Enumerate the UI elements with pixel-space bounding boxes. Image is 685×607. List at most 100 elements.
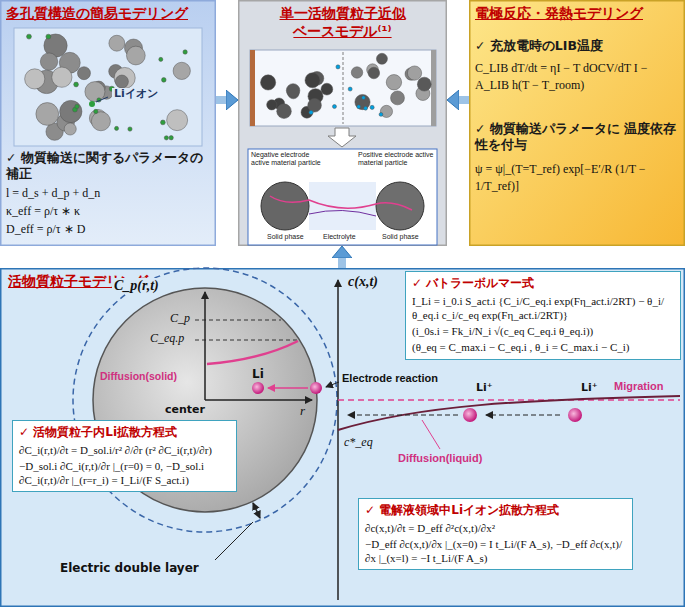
equilibrium-line — [338, 399, 680, 401]
concentration-curve — [270, 196, 412, 210]
negative-electrode-particles — [261, 71, 333, 118]
li-ion — [94, 109, 98, 113]
double-layer-arrow — [253, 503, 260, 518]
li-ion — [46, 34, 51, 39]
particle — [91, 112, 110, 131]
equation: −D_sol.i ∂C_i(r,t)/∂r |_(r=0) = 0, −D_so… — [19, 459, 230, 488]
check-heading: ✓ 物質輸送パラメータに 温度依存性を付与 — [475, 121, 679, 154]
figure-label: Li⁺ — [581, 382, 598, 395]
flow-arrow — [216, 96, 226, 104]
figure-label: Li⁺ — [476, 382, 493, 395]
particle — [407, 66, 421, 80]
particle — [60, 100, 82, 122]
equation: (θ_eq = C_max.i − C_eq.i , θ_i = C_max.i… — [412, 340, 674, 354]
panel: 活物質粒子モデリング✓ バトラーボルマー式I_Li = i_0.i S_act.… — [0, 268, 685, 607]
panel-ground — [1, 269, 685, 607]
li-ball — [252, 382, 264, 394]
positive-particle — [376, 182, 424, 230]
equation-box: ✓ 電解液領域中Liイオン拡散方程式∂c(x,t)/∂t = D_eff ∂²c… — [358, 498, 633, 570]
electrolyte-concentration-curve — [338, 396, 680, 430]
check-heading: ✓ バトラーボルマー式 — [412, 276, 674, 292]
li-ion — [370, 105, 374, 109]
particle — [308, 98, 322, 112]
li-ion — [348, 87, 352, 91]
solid-concentration-curve — [207, 341, 298, 364]
cell-sketch — [250, 50, 436, 126]
li-ions — [27, 34, 188, 140]
figure-label: Electrolyte — [323, 233, 356, 241]
equation: ∂C_i(r,t)/∂t = D_sol.i/r² ∂/∂r (r² ∂C_i(… — [19, 443, 230, 457]
particle — [36, 103, 59, 126]
figure-label: r — [300, 404, 305, 419]
panel-title: 電極反応・発熱モデリング — [475, 4, 679, 22]
li-ion — [169, 136, 173, 140]
li-ion — [309, 110, 313, 114]
equation: −D_eff ∂c(x,t)/∂x |_(x=0) = I t_Li/(F A_… — [365, 537, 626, 566]
figure-label: Negative electrode active material parti… — [251, 151, 327, 167]
porous-particles — [25, 34, 191, 140]
equation: ∂c(x,t)/∂t = D_eff ∂²c(x,t)/∂x² — [365, 521, 626, 535]
particle — [321, 83, 333, 95]
particle — [368, 67, 380, 79]
li-ion — [160, 120, 165, 125]
leader-line — [96, 97, 108, 102]
particle — [64, 123, 76, 135]
figure-label: Electrode reaction — [342, 372, 438, 385]
positive-electrode-particles — [351, 53, 431, 117]
particle — [417, 77, 431, 91]
li-ion — [332, 105, 336, 109]
li-ion — [362, 96, 366, 100]
figure-label: Migration — [614, 380, 664, 393]
spm-sketch — [248, 149, 437, 245]
li-ion — [357, 105, 361, 109]
panel-title: 単一活物質粒子近似 ベースモデル⁽¹⁾ — [242, 4, 443, 40]
figure-label: center — [165, 404, 205, 417]
particle — [109, 35, 125, 51]
figure-label: c(x,t) — [348, 274, 378, 290]
separator — [343, 52, 344, 124]
particle — [126, 46, 145, 65]
li-ball — [310, 382, 322, 394]
figure-label: Li — [252, 368, 264, 382]
migration-arrow — [348, 415, 458, 416]
current-collector — [431, 50, 436, 126]
particle — [391, 91, 405, 105]
potential-curve — [309, 210, 376, 216]
panel-ground — [470, 1, 685, 246]
check-heading: ✓ 充放電時のLIB温度 — [475, 38, 679, 54]
particle — [77, 67, 90, 80]
negative-particle — [261, 182, 309, 230]
li-ion — [89, 101, 95, 107]
particle — [85, 82, 105, 102]
particle — [305, 73, 320, 88]
equation: l = d_s + d_p + d_n — [6, 185, 210, 201]
li-ion — [183, 50, 187, 54]
panel: 多孔質構造の簡易モデリング✓ 物質輸送に関するパラメータの補正l = d_s +… — [0, 0, 216, 246]
equation-box: ✓ バトラーボルマー式I_Li = i_0.i S_act.i {C_i/C_e… — [405, 271, 681, 360]
particle — [115, 75, 128, 88]
particle — [114, 67, 135, 88]
figure-label: Diffusion(solid) — [100, 370, 177, 382]
li-ion — [75, 104, 79, 108]
equation: C_LIB dT/dt = ηI − T dOCV/dT I − A_LIB h… — [475, 60, 679, 92]
particle — [277, 104, 292, 119]
equation: κ_eff = ρ/τ ∗ κ — [6, 203, 210, 219]
figure-label: Liイオン — [112, 88, 160, 101]
diffusion-arrow — [268, 387, 308, 389]
figure-label: Electric double layer — [60, 562, 199, 576]
particle — [376, 53, 387, 64]
figure-label: Solid phase — [267, 233, 304, 241]
particle — [267, 100, 277, 110]
li-ion — [159, 57, 163, 61]
figure-label: C_p(r,t) — [112, 278, 161, 294]
particle — [173, 62, 190, 79]
li-ion — [164, 136, 168, 140]
particle — [167, 110, 188, 131]
leader-line — [215, 522, 253, 560]
panel: 単一活物質粒子近似 ベースモデル⁽¹⁾ — [238, 0, 447, 246]
level-line — [195, 320, 281, 321]
equation: ψ = ψ|_(T=T_ref) exp[−E′/R (1/T − 1/T_re… — [475, 161, 679, 193]
li-ion — [27, 34, 32, 39]
equation-box: ✓ 活物質粒子内Li拡散方程式∂C_i(r,t)/∂t = D_sol.i/r²… — [12, 420, 237, 492]
li-ball — [568, 408, 582, 422]
